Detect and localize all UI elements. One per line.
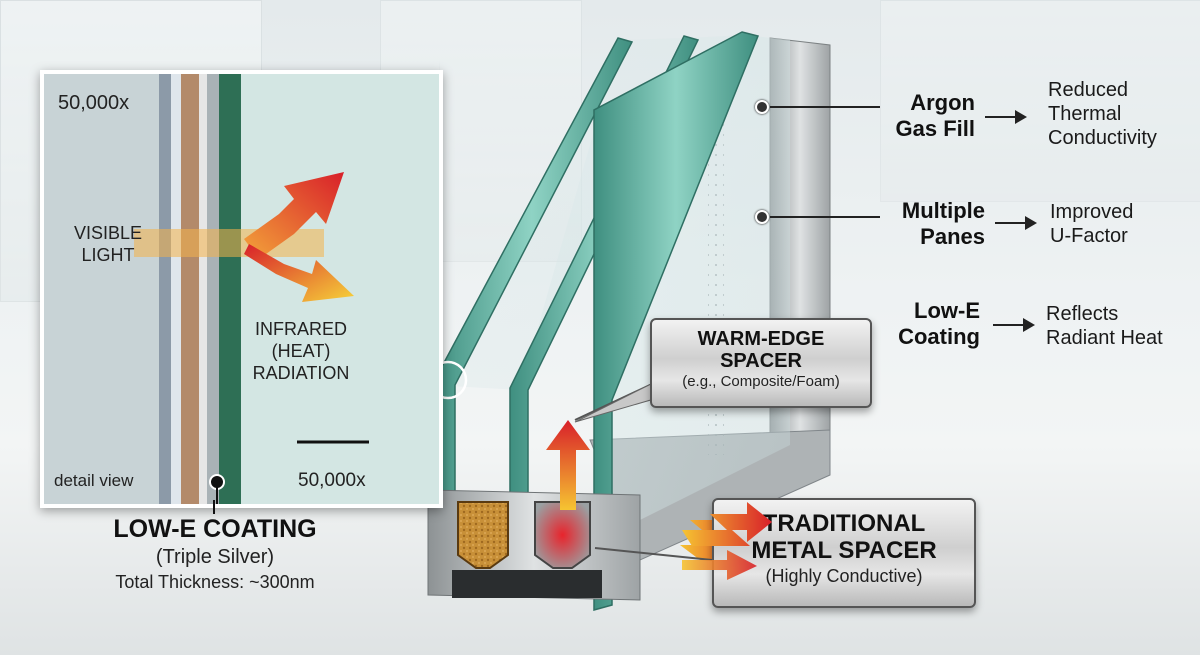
benefit-argon: Reduced Thermal Conductivity [1048, 79, 1157, 149]
ir-arrow-down [244, 244, 354, 302]
coating-title: LOW-E COATING [113, 515, 317, 543]
warm-edge-callout: WARM-EDGE SPACER (e.g., Composite/Foam) [650, 318, 872, 408]
benefit-panes: Improved U-Factor [1050, 201, 1134, 247]
frame-gasket [452, 570, 602, 598]
magnification-bottom: 50,000x [298, 470, 366, 491]
metal-spacer [534, 501, 591, 569]
panes-leader [770, 216, 880, 218]
coating-caption: LOW-E COATING (Triple Silver) Total Thic… [60, 514, 370, 594]
warm-edge-spacer [457, 501, 509, 569]
panes-marker [755, 210, 769, 224]
coating-leader [216, 484, 218, 504]
coating-subtitle: (Triple Silver) [155, 546, 275, 568]
zigzag-arrow-bottom [682, 550, 757, 580]
coating-thickness: Total Thickness: ~300nm [115, 572, 315, 592]
background-window [880, 0, 1200, 202]
benefit-lowe: Reflects Radiant Heat [1046, 303, 1163, 349]
magnification-top: 50,000x [58, 92, 130, 114]
visible-light-beam [134, 229, 324, 257]
coating-layers-svg [44, 74, 439, 504]
argon-marker [755, 100, 769, 114]
heat-arrow-up [546, 420, 590, 510]
infrared-label: INFRARED (HEAT) RADIATION [252, 319, 350, 383]
lowe-arrow [993, 318, 1035, 332]
visible-light-label: VISIBLE LIGHT [73, 223, 143, 265]
ir-arrow-up [244, 172, 344, 259]
metal-pointer [594, 547, 713, 561]
pane-edge-back [593, 31, 760, 611]
zigzag-arrow-top [682, 502, 772, 546]
detail-view-label: detail view [54, 471, 134, 490]
coating-detail-inset: 50,000x VISIBLE LIGHT INFRARED (HEAT) RA… [40, 70, 443, 508]
feature-lowe: Low-E Coating [898, 298, 980, 349]
feature-panes: Multiple Panes [901, 198, 985, 249]
feature-argon: Argon Gas Fill [895, 90, 975, 141]
argon-arrow [985, 110, 1027, 124]
panes-arrow [995, 216, 1037, 230]
argon-leader [770, 106, 880, 108]
heat-zigzag-overlay [682, 502, 772, 580]
coating-leader-line [213, 500, 215, 514]
